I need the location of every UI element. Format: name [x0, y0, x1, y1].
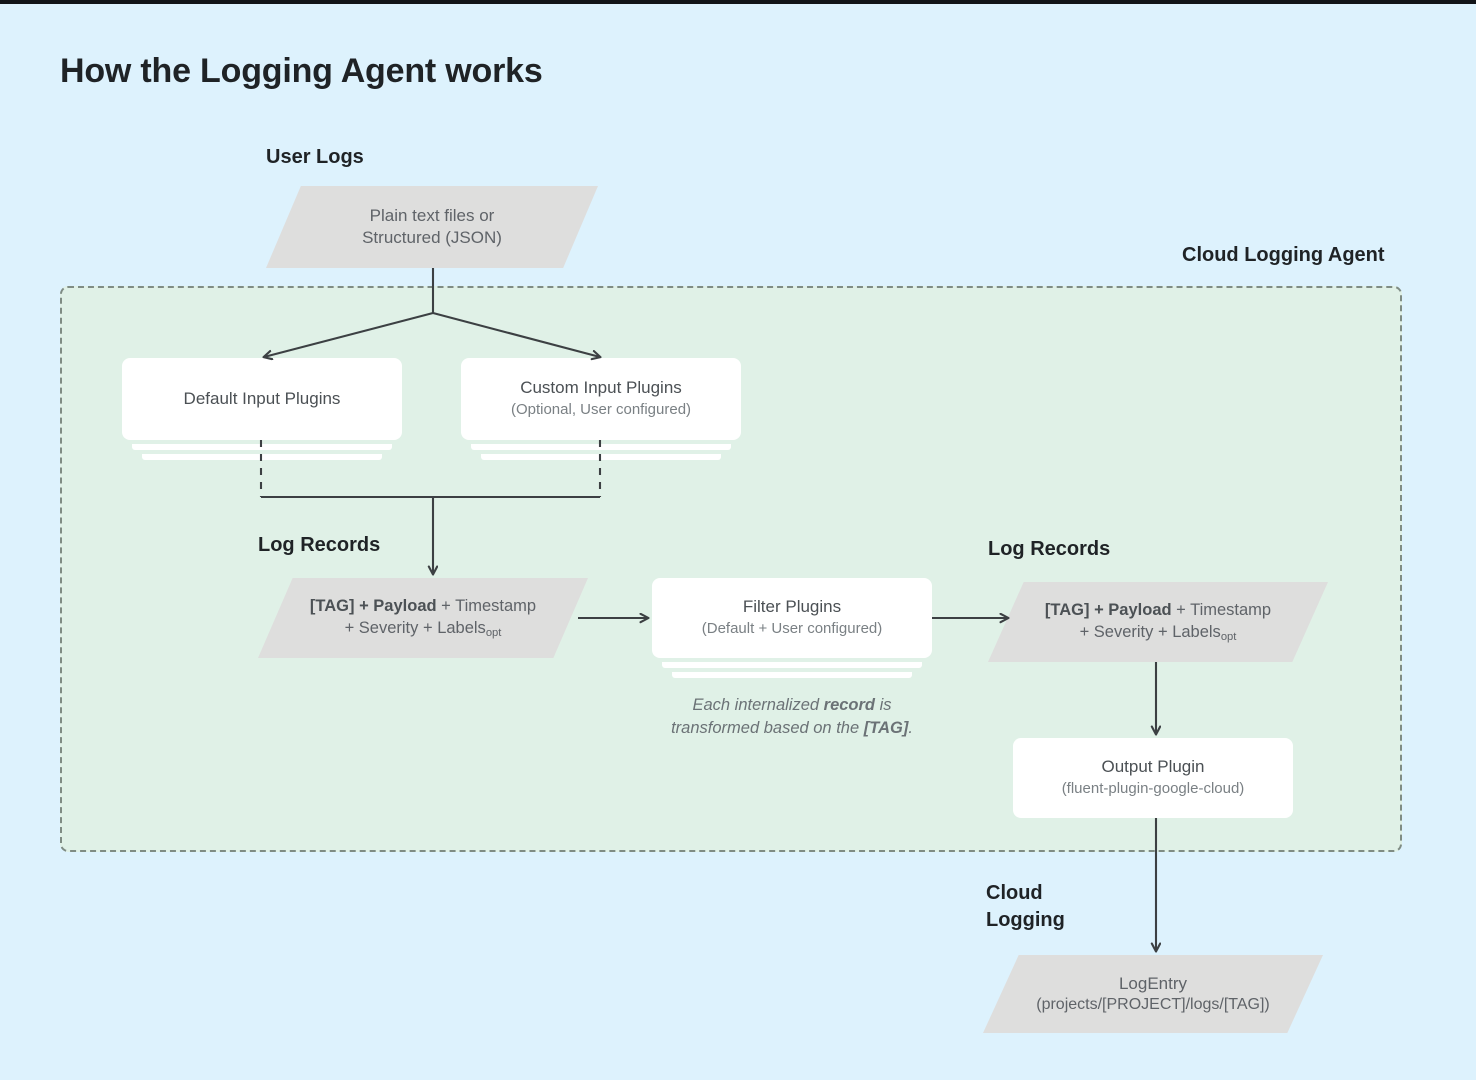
filter-plugins-title: Filter Plugins — [742, 597, 842, 617]
note-transform: Each internalized record is transformed … — [640, 694, 944, 741]
log-entry-line1: LogEntry — [1118, 973, 1188, 993]
user-logs-source-line1: Plain text files or — [369, 205, 495, 225]
stacked-card-layer-1 — [471, 444, 731, 450]
log-entry-line2: (projects/[PROJECT]/logs/[TAG]) — [1036, 995, 1270, 1013]
output-plugin-card[interactable]: Output Plugin (fluent-plugin-google-clou… — [1013, 738, 1293, 818]
stacked-card-layer-1 — [132, 444, 392, 450]
label-log-records-left: Log Records — [258, 534, 381, 556]
output-plugin-title: Output Plugin — [1101, 757, 1205, 777]
log-record-left-bold: [TAG] + Payload — [309, 597, 437, 616]
custom-input-plugins-title: Custom Input Plugins — [520, 378, 682, 398]
label-cloud-logging: Cloud Logging — [986, 880, 1065, 934]
stacked-card-layer-1 — [662, 662, 922, 668]
log-record-left-line2: + Severity + Labelsopt — [345, 618, 502, 640]
note-line2-c: . — [908, 719, 913, 738]
note-transform-line2: transformed based on the [TAG]. — [640, 717, 944, 740]
default-input-plugins-card[interactable]: Default Input Plugins — [122, 358, 402, 440]
custom-input-plugins-card[interactable]: Custom Input Plugins (Optional, User con… — [461, 358, 741, 440]
node-output-plugin[interactable]: Output Plugin (fluent-plugin-google-clou… — [1013, 738, 1293, 818]
label-cloud-logging-agent: Cloud Logging Agent — [1182, 244, 1385, 266]
custom-input-plugins-subtitle: (Optional, User configured) — [510, 401, 692, 419]
stacked-card-layer-2 — [481, 454, 721, 460]
node-log-entry[interactable]: LogEntry (projects/[PROJECT]/logs/[TAG]) — [983, 955, 1323, 1033]
label-user-logs: User Logs — [266, 146, 364, 168]
note-line1-c: is — [875, 696, 892, 714]
log-record-left-line1: [TAG] + Payload + Timestamp — [310, 596, 536, 617]
page-title: How the Logging Agent works — [60, 52, 543, 90]
log-record-right-line1: [TAG] + Payload + Timestamp — [1045, 600, 1271, 621]
node-filter-plugins[interactable]: Filter Plugins (Default + User configure… — [652, 578, 932, 678]
note-line1-a: Each internalized — [692, 696, 824, 714]
node-default-input-plugins[interactable]: Default Input Plugins — [122, 358, 402, 460]
filter-plugins-card[interactable]: Filter Plugins (Default + User configure… — [652, 578, 932, 658]
stacked-card-layer-2 — [142, 454, 382, 460]
node-log-record-right[interactable]: [TAG] + Payload + Timestamp + Severity +… — [988, 582, 1328, 662]
note-line2-a: transformed based on the — [671, 719, 864, 738]
log-record-right-line2: + Severity + Labelsopt — [1080, 622, 1237, 644]
stacked-card-layer-2 — [672, 672, 912, 678]
note-transform-line1: Each internalized record is — [640, 694, 944, 717]
node-custom-input-plugins[interactable]: Custom Input Plugins (Optional, User con… — [461, 358, 741, 460]
log-record-left-subscript: opt — [485, 626, 502, 639]
default-input-plugins-title: Default Input Plugins — [183, 388, 341, 408]
note-line2-b: [TAG] — [863, 719, 909, 738]
log-record-right-rest: + Timestamp — [1171, 601, 1272, 620]
log-record-right-subscript: opt — [1220, 630, 1237, 643]
log-record-right-bold: [TAG] + Payload — [1044, 601, 1172, 620]
log-record-left-rest: + Timestamp — [436, 597, 537, 616]
label-log-records-right: Log Records — [988, 538, 1111, 560]
filter-plugins-subtitle: (Default + User configured) — [701, 620, 883, 638]
log-record-left-line2-text: + Severity + Labels — [344, 618, 486, 637]
output-plugin-subtitle: (fluent-plugin-google-cloud) — [1061, 780, 1245, 798]
log-record-right-line2-text: + Severity + Labels — [1079, 622, 1221, 641]
top-rule — [0, 0, 1476, 4]
node-log-record-left[interactable]: [TAG] + Payload + Timestamp + Severity +… — [258, 578, 588, 658]
label-cloud-logging-line1: Cloud — [986, 882, 1043, 904]
label-cloud-logging-line2: Logging — [986, 909, 1065, 931]
node-user-logs-source[interactable]: Plain text files or Structured (JSON) — [266, 186, 598, 268]
note-line1-b: record — [823, 696, 876, 714]
user-logs-source-line2: Structured (JSON) — [362, 228, 502, 247]
